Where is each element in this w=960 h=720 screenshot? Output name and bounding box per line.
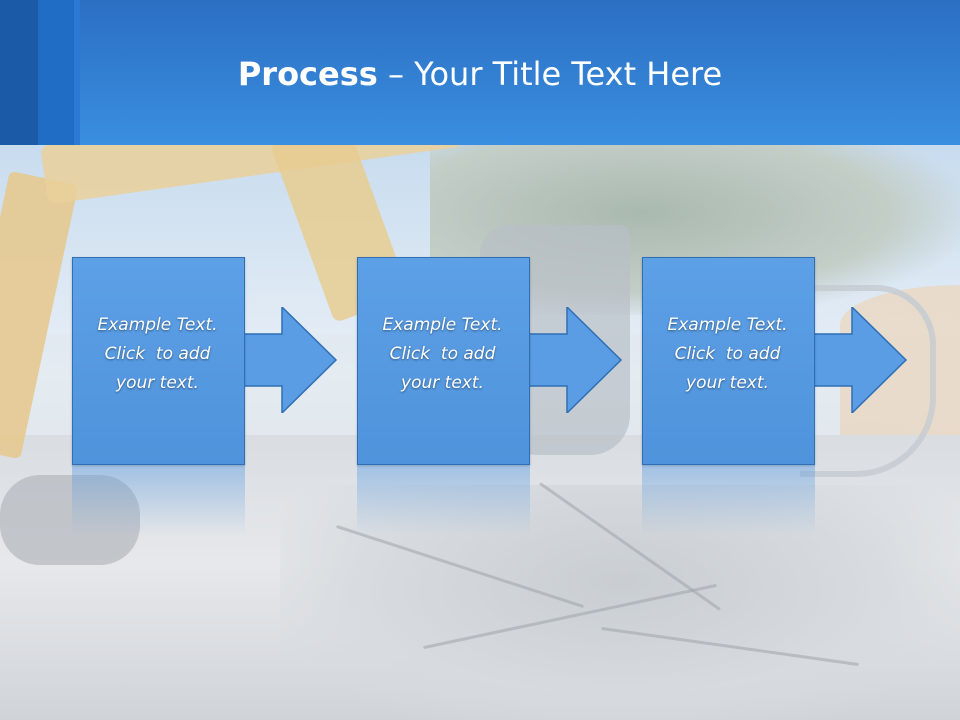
step-text[interactable]: Example Text. Click to add your text. [363, 311, 522, 398]
process-step-1[interactable]: Example Text. Click to add your text. [72, 257, 338, 535]
photo-claw [800, 285, 936, 477]
banner-stripe [0, 0, 38, 145]
step-reflection [642, 465, 815, 535]
title-banner: Process – Your Title Text Here [0, 0, 960, 145]
step-text-line: your text. [116, 373, 199, 393]
photo-rubble [280, 485, 960, 720]
step-text[interactable]: Example Text. Click to add your text. [78, 311, 237, 398]
arrow-right-icon [242, 307, 338, 413]
step-box[interactable] [72, 257, 245, 465]
step-reflection [72, 465, 245, 535]
step-text-line: Example Text. [97, 315, 218, 335]
process-step-2[interactable]: Example Text. Click to add your text. [357, 257, 623, 535]
step-text-line: Click to add [674, 344, 781, 364]
step-text-line: Example Text. [382, 315, 503, 335]
arrow-right-icon [527, 307, 623, 413]
step-text-line: Example Text. [667, 315, 788, 335]
arrow-right-icon [812, 307, 908, 413]
slide-title[interactable]: Process – Your Title Text Here [0, 52, 960, 96]
banner-stripe [74, 0, 80, 145]
title-rest: – Your Title Text Here [377, 55, 723, 93]
banner-stripe [38, 0, 74, 145]
step-text-line: Click to add [389, 344, 496, 364]
step-text-line: your text. [686, 373, 769, 393]
step-text-line: your text. [401, 373, 484, 393]
step-box[interactable] [357, 257, 530, 465]
step-box[interactable] [642, 257, 815, 465]
step-reflection [357, 465, 530, 535]
step-text-line: Click to add [104, 344, 211, 364]
photo-track [0, 475, 140, 565]
title-bold: Process [237, 55, 378, 93]
process-step-3[interactable]: Example Text. Click to add your text. [642, 257, 908, 535]
step-text[interactable]: Example Text. Click to add your text. [648, 311, 807, 398]
